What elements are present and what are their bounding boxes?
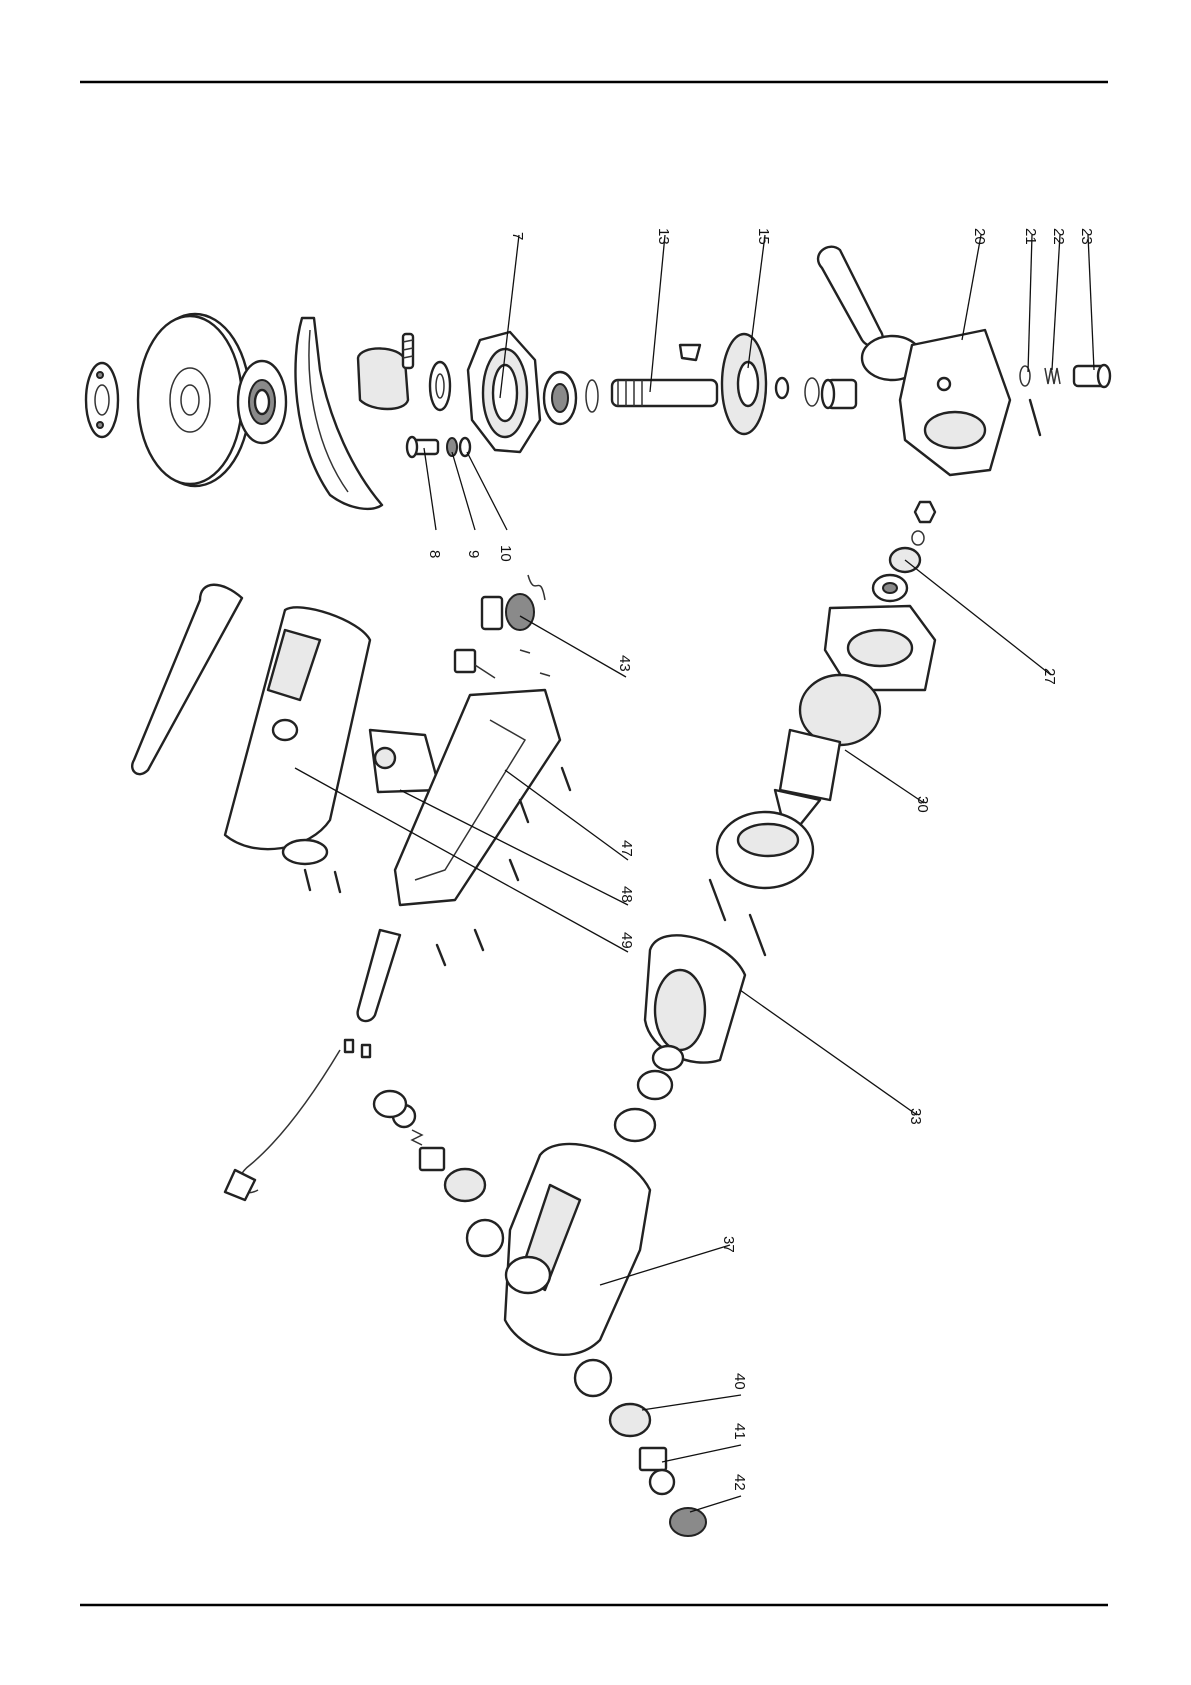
callout-37: 37 <box>720 1236 737 1253</box>
stator <box>643 934 747 1064</box>
carbon-brush-lower <box>638 1446 676 1496</box>
brush-spring-upper <box>410 1129 424 1146</box>
callout-30: 30 <box>914 796 931 813</box>
armature-nut <box>913 500 937 524</box>
wheel-guard <box>294 316 410 511</box>
callout-8: 8 <box>426 550 443 558</box>
gear-washer <box>774 376 790 400</box>
lock-pin <box>1019 365 1031 387</box>
outer-flange-nut <box>84 361 120 439</box>
part-10-nut <box>458 436 472 458</box>
armature <box>773 673 882 827</box>
bearing-cover-plate <box>466 330 542 454</box>
callout-20: 20 <box>971 228 988 245</box>
guard-clamp-ring <box>428 360 452 412</box>
auxiliary-handle <box>816 245 924 382</box>
armature-fan-baffle <box>715 810 815 890</box>
motor-bearing-2 <box>636 1069 674 1101</box>
part-8-bolt <box>405 435 440 459</box>
key <box>678 343 702 362</box>
brush-holder-lower <box>608 1402 652 1438</box>
cord-clamp <box>281 838 329 866</box>
callout-leaders <box>294 234 1095 1513</box>
housing-screw <box>1028 398 1042 437</box>
guard-clamp-screw <box>401 332 415 370</box>
part-9-washer <box>446 437 458 457</box>
callout-41: 41 <box>731 1423 748 1440</box>
callout-33: 33 <box>907 1108 924 1125</box>
callout-22: 22 <box>1050 228 1067 245</box>
cord-connectors <box>343 1038 372 1059</box>
lock-button <box>1072 363 1112 389</box>
circlip <box>804 377 820 407</box>
callout-labels: 7 8 9 10 13 15 20 21 22 23 27 30 33 37 4… <box>426 228 1095 1491</box>
carbon-brush-upper <box>418 1146 446 1172</box>
callout-15: 15 <box>755 228 772 245</box>
pinion-bearing <box>871 573 909 603</box>
switch-module <box>368 728 442 794</box>
callout-23: 23 <box>1078 228 1095 245</box>
stator-screw-2 <box>748 913 767 957</box>
callout-47: 47 <box>618 840 635 857</box>
handle-screws <box>303 766 572 967</box>
motor-housing <box>503 1142 652 1357</box>
handle-cover <box>223 606 372 851</box>
callout-48: 48 <box>618 886 635 903</box>
cord-sleeve <box>356 928 402 1023</box>
callout-42: 42 <box>731 1474 748 1491</box>
star-gasket-lower <box>573 1358 613 1398</box>
callout-10: 10 <box>497 545 514 562</box>
callout-21: 21 <box>1022 228 1039 245</box>
bevel-gear <box>720 332 768 436</box>
brush-holder-upper <box>443 1167 487 1203</box>
needle-bearing <box>820 378 858 410</box>
brush-cap-upper-outer <box>372 1089 408 1119</box>
inner-flange <box>236 359 288 445</box>
gear-housing <box>898 328 1012 477</box>
brush-cap-lower <box>669 1507 707 1537</box>
snap-ring <box>585 379 599 413</box>
callout-7: 7 <box>509 232 526 240</box>
armature-clip <box>911 530 925 546</box>
callout-13: 13 <box>655 228 672 245</box>
star-gasket-upper <box>465 1218 505 1258</box>
spanner-wrench <box>131 583 244 776</box>
callout-43: 43 <box>616 655 633 672</box>
spindle <box>610 378 719 408</box>
spindle-bearing <box>542 370 578 426</box>
motor-bearing-3 <box>613 1107 657 1143</box>
lock-spring <box>1044 367 1061 385</box>
handle-housing <box>393 688 562 907</box>
motor-bearing-1 <box>651 1044 685 1072</box>
bearing-plate <box>823 604 937 692</box>
grinding-disc <box>136 312 252 488</box>
callout-9: 9 <box>465 550 482 558</box>
terminals <box>453 648 551 679</box>
callout-49: 49 <box>618 932 635 949</box>
capacitor <box>480 574 546 631</box>
power-cord <box>223 1049 341 1202</box>
stator-screw-1 <box>708 878 727 922</box>
callout-40: 40 <box>731 1373 748 1390</box>
callout-27: 27 <box>1041 668 1058 685</box>
